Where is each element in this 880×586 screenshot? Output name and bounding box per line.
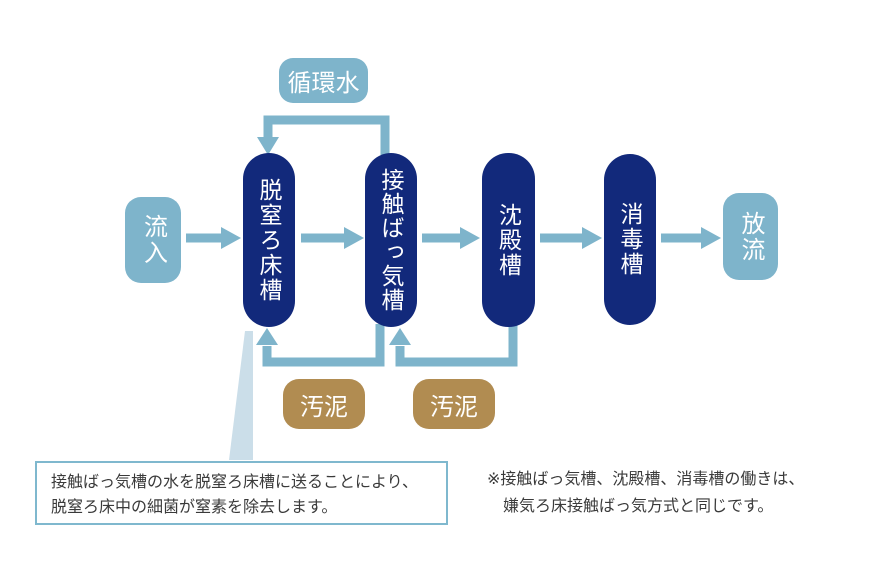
sludge-return-pipe-2 <box>395 324 518 367</box>
sludge-return-arrow-up-icon-1 <box>256 328 278 345</box>
flow-arrow-right-icon-5 <box>701 227 721 249</box>
outflow-node: 放流 <box>723 193 778 280</box>
callout-pointer-triangle <box>229 331 253 460</box>
tank-contact-aeration: 接触ばっ気槽 <box>365 153 417 327</box>
tank-disinfection: 消毒槽 <box>604 154 656 325</box>
sludge-label-2: 汚泥 <box>413 379 495 429</box>
sludge-return-arrow-up-icon-2 <box>389 328 411 345</box>
sludge-label-1: 汚泥 <box>283 379 365 429</box>
circulation-water-label: 循環水 <box>279 58 368 103</box>
callout-text-line2: 脱窒ろ床中の細菌が窒素を除去します。 <box>51 499 338 516</box>
inflow-node: 流入 <box>125 197 181 283</box>
circulation-arrow-down-icon <box>257 137 279 155</box>
circulation-pipe <box>263 115 390 155</box>
callout-text-line1: 接触ばっ気槽の水を脱窒ろ床槽に送ることにより、 <box>51 474 419 491</box>
callout-box: 接触ばっ気槽の水を脱窒ろ床槽に送ることにより、 脱窒ろ床中の細菌が窒素を除去しま… <box>35 461 448 525</box>
tank-sedimentation: 沈殿槽 <box>482 153 535 327</box>
flow-arrow-right-icon-4 <box>582 227 602 249</box>
footnote-line2: 嫌気ろ床接触ばっ気方式と同じです。 <box>503 498 774 515</box>
sludge-return-pipe-1 <box>262 324 385 367</box>
footnote-line1: ※接触ばっ気槽、沈殿槽、消毒槽の働きは、 <box>487 471 805 488</box>
footnote: ※接触ばっ気槽、沈殿槽、消毒槽の働きは、 嫌気ろ床接触ばっ気方式と同じです。 <box>487 466 804 520</box>
flow-arrow-right-icon-2 <box>344 227 364 249</box>
tank-denitrification-filter-bed: 脱窒ろ床槽 <box>243 153 295 327</box>
flow-arrow-right-icon-1 <box>221 227 241 249</box>
flow-arrow-right-icon-3 <box>460 227 480 249</box>
